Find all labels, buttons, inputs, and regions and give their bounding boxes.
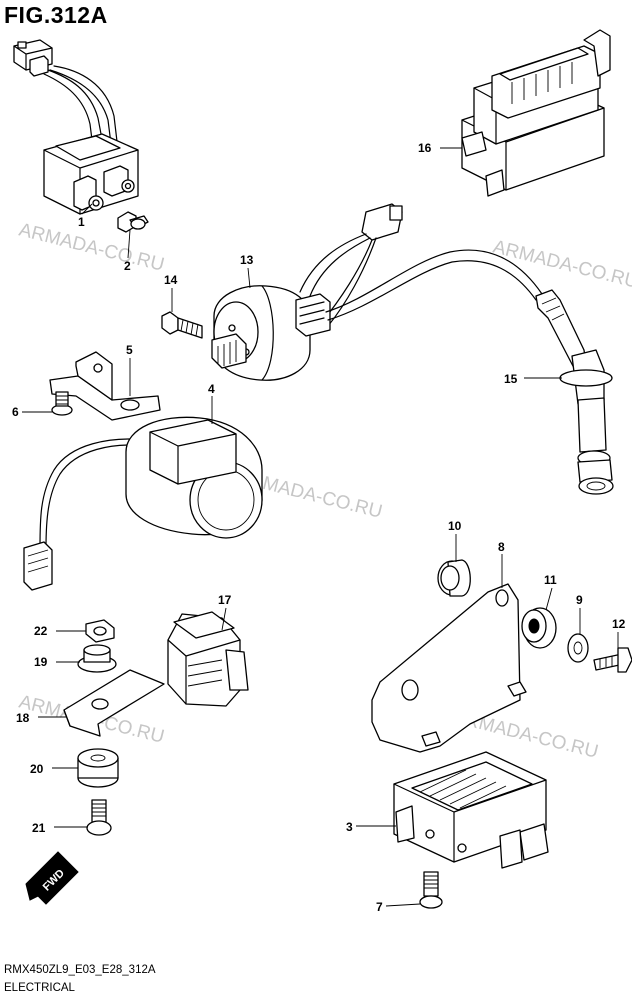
watermark-2: ARMADA-CO.RU bbox=[491, 236, 632, 292]
callout-19: 19 bbox=[34, 655, 48, 669]
callout-6: 6 bbox=[12, 405, 19, 419]
callout-22: 22 bbox=[34, 624, 48, 638]
callout-16: 16 bbox=[418, 141, 432, 155]
fwd-direction-badge: FWD bbox=[25, 851, 79, 905]
callout-3: 3 bbox=[346, 820, 353, 834]
part-10-cushion-illustration bbox=[437, 559, 471, 597]
callout-21: 21 bbox=[32, 821, 46, 835]
part-17-relay-illustration bbox=[167, 611, 249, 707]
leader-lines bbox=[22, 147, 619, 907]
part-3-regulator-illustration bbox=[393, 751, 549, 869]
callout-20: 20 bbox=[30, 762, 44, 776]
part-13-ignition-coil-illustration bbox=[211, 203, 543, 381]
part-7-bolt-illustration bbox=[419, 871, 443, 909]
part-21-bolt-illustration bbox=[86, 799, 112, 836]
part-14-bolt-illustration bbox=[161, 311, 203, 339]
part-4-capacitor-illustration bbox=[23, 416, 263, 591]
part-8-bracket-illustration bbox=[371, 583, 527, 753]
callout-1: 1 bbox=[78, 215, 85, 229]
callout-5: 5 bbox=[126, 343, 133, 357]
callout-12: 12 bbox=[612, 617, 626, 631]
part-1-relay-illustration bbox=[13, 39, 139, 215]
part-19-collar-illustration bbox=[77, 644, 117, 673]
callout-9: 9 bbox=[576, 593, 583, 607]
callout-8: 8 bbox=[498, 540, 505, 554]
part-12-bolt-illustration bbox=[593, 647, 632, 673]
callout-15: 15 bbox=[504, 372, 518, 386]
part-5-bracket-illustration bbox=[49, 351, 161, 421]
callout-11: 11 bbox=[544, 573, 557, 587]
part-15-plug-cap-illustration bbox=[535, 289, 614, 495]
watermark-1: ARMADA-CO.RU bbox=[17, 219, 167, 275]
part-2-bolt-illustration bbox=[117, 211, 149, 233]
part-22-nut-illustration bbox=[85, 619, 115, 643]
figure-title: FIG.312A bbox=[4, 2, 108, 28]
callout-4: 4 bbox=[208, 382, 215, 396]
part-11-grommet-illustration bbox=[521, 607, 557, 649]
part-9-washer-illustration bbox=[567, 633, 589, 663]
callout-17: 17 bbox=[218, 593, 232, 607]
part-6-bolt-illustration bbox=[51, 391, 73, 416]
callouts: 1 2 3 4 5 6 7 8 9 10 11 12 13 14 15 16 1… bbox=[12, 141, 626, 914]
callout-10: 10 bbox=[448, 519, 462, 533]
callout-14: 14 bbox=[164, 273, 178, 287]
part-18-plate-illustration bbox=[63, 669, 165, 737]
part-16-ecm-illustration bbox=[461, 29, 611, 197]
callout-13: 13 bbox=[240, 253, 254, 267]
callout-18: 18 bbox=[16, 711, 30, 725]
callout-7: 7 bbox=[376, 900, 383, 914]
callout-2: 2 bbox=[124, 259, 131, 273]
figure-caption: ELECTRICAL bbox=[4, 982, 75, 994]
part-20-mount-illustration bbox=[77, 748, 119, 788]
model-code: RMX450ZL9_E03_E28_312A bbox=[4, 964, 156, 976]
